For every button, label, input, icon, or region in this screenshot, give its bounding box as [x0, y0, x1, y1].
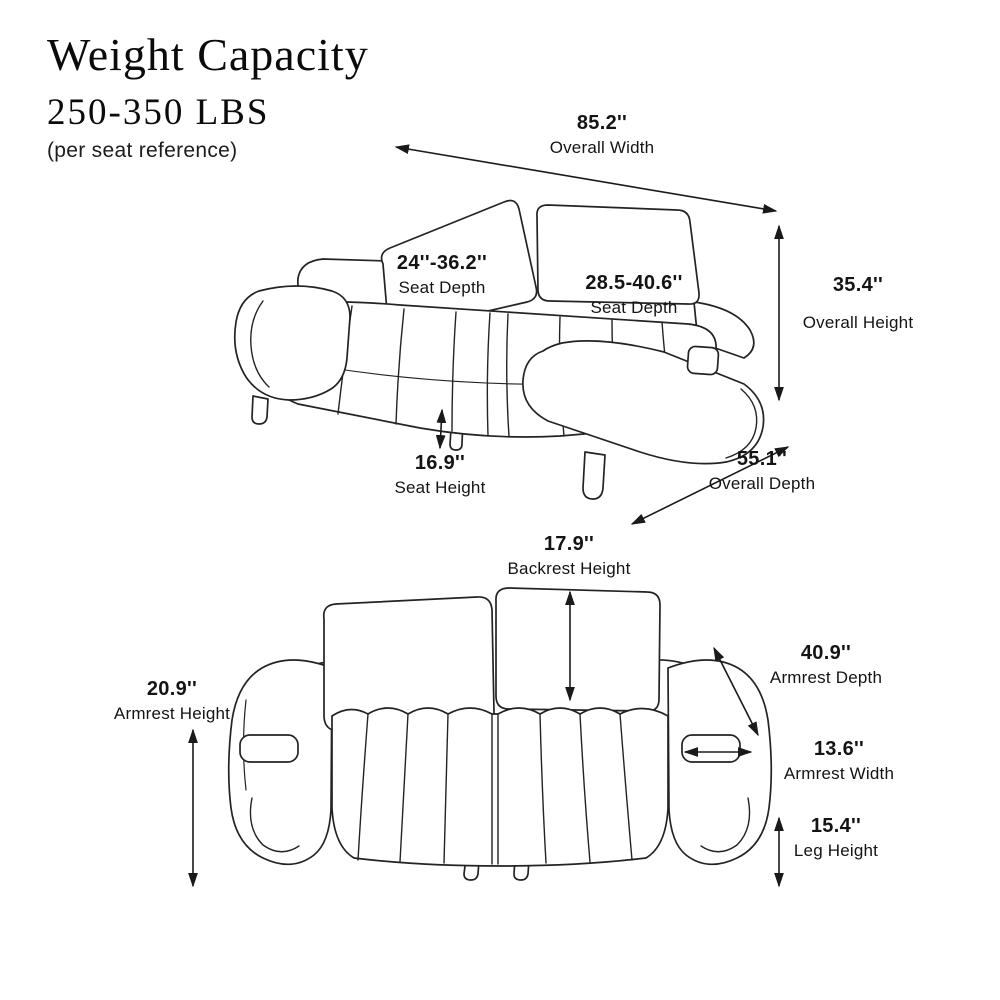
top-sofa-left-arm	[233, 285, 351, 401]
bottom-sofa-illustration	[227, 587, 773, 881]
dim-overall-depth: 55.1'' Overall Depth	[709, 448, 816, 494]
dim-value: 13.6''	[813, 738, 865, 760]
dim-value: 15.4''	[810, 815, 862, 837]
top-sofa-right-arm	[522, 340, 765, 465]
weight-range: 250-350 LBS	[47, 91, 270, 133]
header: Weight Capacity 250-350 LBS (per seat re…	[47, 29, 369, 163]
bottom-sofa-right-arm-panel	[681, 734, 741, 763]
dim-seat-height: 16.9'' Seat Height	[394, 452, 485, 498]
armrest-depth-arrow	[713, 646, 759, 737]
dim-overall-width: 85.2'' Overall Width	[550, 112, 655, 158]
dim-label: Overall Height	[802, 313, 914, 332]
dim-value: 40.9''	[800, 642, 852, 664]
dim-armrest-depth: 40.9'' Armrest Depth	[770, 642, 882, 688]
dimension-arrows	[188, 144, 790, 888]
page-title: Weight Capacity	[47, 29, 369, 80]
dim-seat-depth-left: 24''-36.2'' Seat Depth	[397, 252, 487, 298]
top-sofa-left-arm-cap	[250, 300, 270, 388]
dim-value: 17.9''	[543, 533, 595, 555]
dim-armrest-width: 13.6'' Armrest Width	[784, 738, 894, 784]
dim-label: Overall Width	[549, 138, 655, 157]
dim-value: 28.5-40.6''	[585, 272, 683, 294]
dim-value: 35.4''	[832, 274, 884, 296]
overall-depth-arrow	[630, 446, 790, 525]
dim-label: Armrest Depth	[769, 668, 883, 687]
dim-label: Seat Depth	[398, 278, 486, 297]
dim-overall-height: 35.4'' Overall Height	[803, 274, 914, 333]
bottom-sofa-right-arm-curl	[700, 797, 751, 853]
dim-value: 20.9''	[146, 678, 198, 700]
bottom-sofa-right-pillow	[495, 587, 661, 712]
dim-leg-height: 15.4'' Leg Height	[794, 815, 878, 861]
dim-value: 16.9''	[414, 452, 466, 474]
dim-label: Seat Height	[394, 478, 486, 497]
top-sofa-illustration	[233, 199, 765, 500]
dim-label: Seat Depth	[590, 298, 678, 317]
dim-value: 55.1''	[736, 448, 788, 470]
bottom-sofa-left-arm-panel	[239, 734, 299, 763]
dim-label: Armrest Height	[113, 704, 231, 723]
weight-note: (per seat reference)	[47, 139, 238, 163]
dim-backrest-height: 17.9'' Backrest Height	[508, 533, 631, 579]
dim-label: Overall Depth	[708, 474, 816, 493]
dim-armrest-height: 20.9'' Armrest Height	[114, 678, 230, 724]
dim-seat-depth-right: 28.5-40.6'' Seat Depth	[585, 272, 682, 318]
overall-width-arrow	[394, 144, 778, 214]
dim-value: 85.2''	[576, 112, 628, 134]
dim-label: Backrest Height	[507, 559, 631, 578]
seat-height-arrow	[435, 408, 447, 450]
dim-value: 24''-36.2''	[396, 252, 488, 274]
top-sofa-legs	[251, 395, 606, 500]
dim-label: Leg Height	[793, 841, 879, 860]
top-sofa-arm-tab	[686, 345, 720, 376]
bottom-sofa-seat-channels	[357, 713, 633, 865]
dim-label: Armrest Width	[783, 764, 895, 783]
bottom-sofa-seat	[331, 707, 669, 867]
bottom-sofa-left-arm-curl	[249, 797, 300, 853]
